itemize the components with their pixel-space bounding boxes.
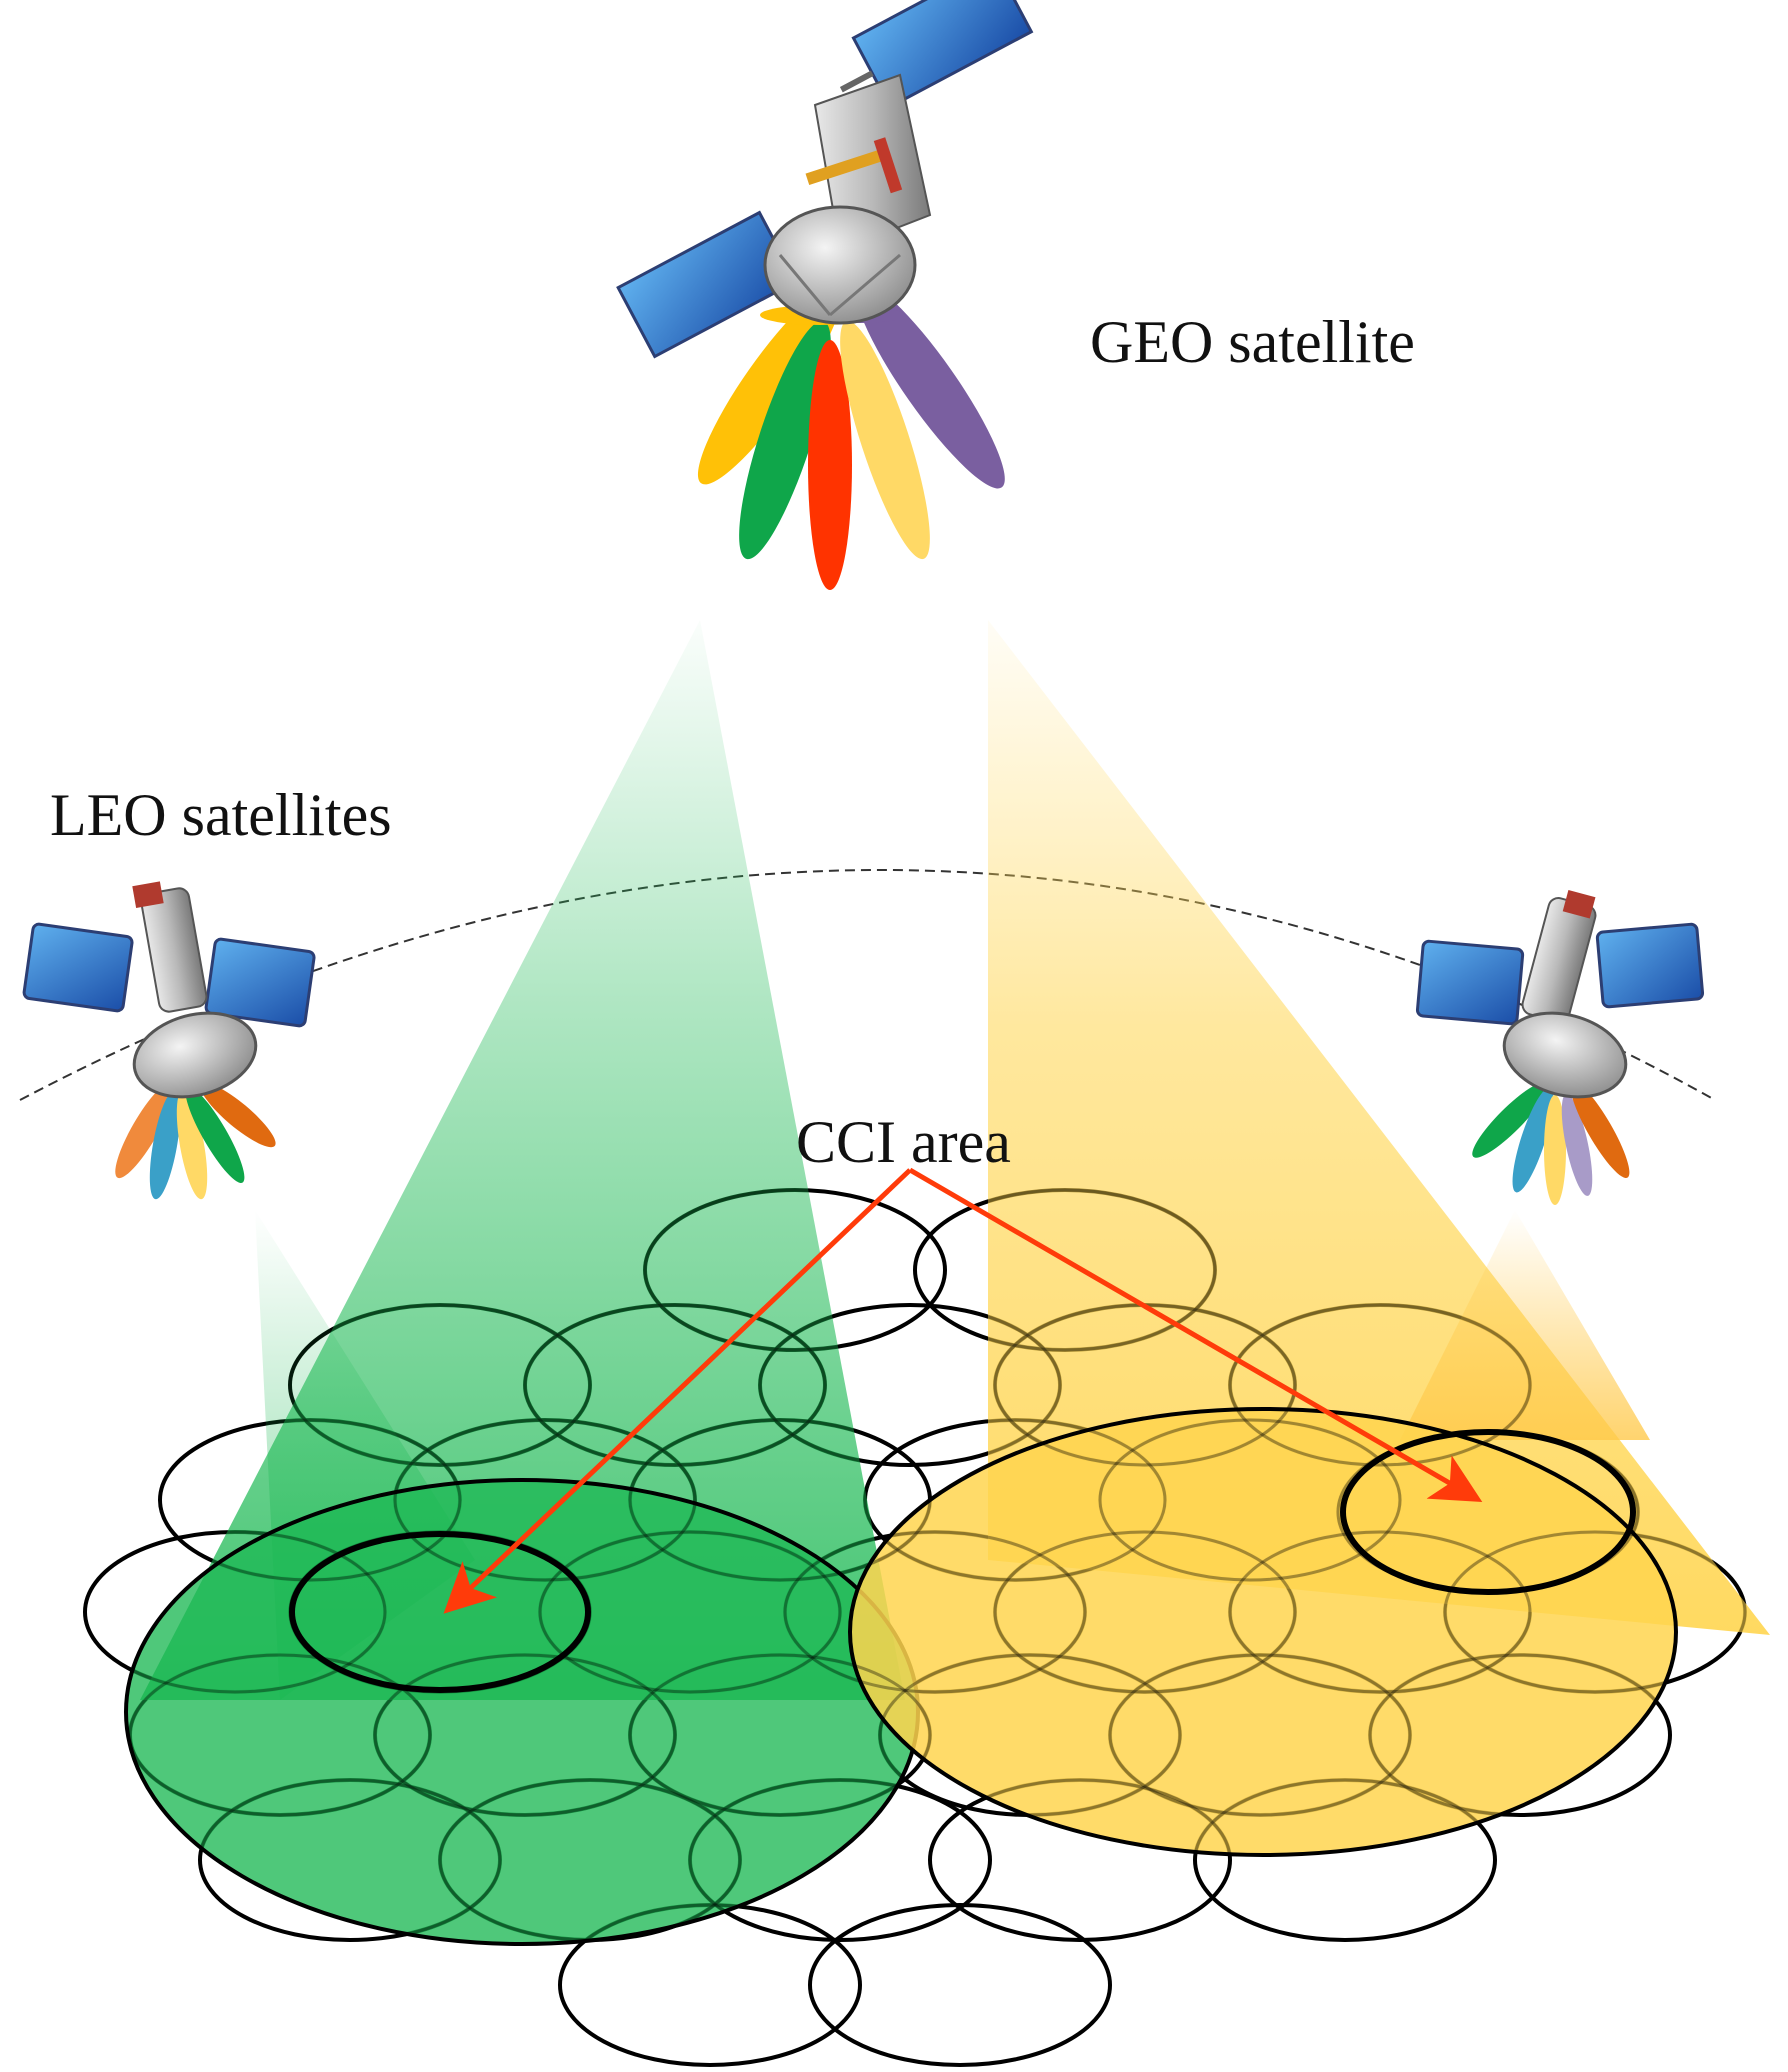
cci-cell-green [289, 1531, 591, 1693]
geo-beam-lobes [697, 281, 1005, 590]
grid-cell-overlay [438, 1778, 742, 1942]
grid-cell-overlay [993, 1530, 1297, 1694]
grid-cell-overlay [158, 1418, 462, 1582]
leo-left-beam-lobes [115, 1081, 276, 1200]
grid-cell-overlay [83, 1530, 387, 1694]
grid-cell-overlay [1228, 1303, 1532, 1467]
leo-right-beam-lobes [1472, 1081, 1630, 1205]
grid-cell-overlay [1108, 1653, 1412, 1817]
grid-cell-overlay [1368, 1653, 1672, 1817]
cci-arrows [443, 1167, 1483, 1614]
grid-cell-overlay [288, 1303, 592, 1467]
grid-cell-overlay [928, 1778, 1232, 1942]
grid-cell-overlay [808, 1903, 1112, 2067]
grid-cell-overlay [863, 1418, 1167, 1582]
cci-cell-yellow [1340, 1429, 1636, 1595]
cci-arrow-left [443, 1168, 912, 1614]
grid-cell-overlay [373, 1653, 677, 1817]
geo-satellite-icon [616, 0, 1034, 590]
grid-cell-overlay [558, 1903, 862, 2067]
grid-cell-overlay [1228, 1530, 1532, 1694]
grid-cell-overlay [783, 1530, 1087, 1694]
grid-cell-overlay [1443, 1530, 1747, 1694]
grid-cell-overlay [643, 1188, 947, 1352]
grid-cell-overlay [1098, 1418, 1402, 1582]
grid-cell-overlay [198, 1778, 502, 1942]
grid-cell-overlay [758, 1303, 1062, 1467]
yellow-coverage-area [848, 1407, 1678, 1857]
grid-cell-overlay [1193, 1778, 1497, 1942]
geo-satellite-label: GEO satellite [1090, 309, 1415, 375]
grid-cell-overlay [688, 1778, 992, 1942]
grid-cell-overlay [128, 1653, 432, 1817]
leo-right-beam [1400, 1210, 1650, 1440]
grid-cell-overlay [628, 1418, 932, 1582]
grid-cell-overlay [913, 1188, 1217, 1352]
grid-cell-overlay [393, 1418, 697, 1582]
cci-area-label: CCI area [796, 1109, 1011, 1175]
grid-cell-overlay [523, 1303, 827, 1467]
grid-cell-overlay [538, 1530, 842, 1694]
grid-cell-overlay [628, 1653, 932, 1817]
grid-cell-overlay [878, 1653, 1182, 1817]
leo-satellites-label: LEO satellites [50, 782, 392, 848]
grid-cell [808, 1903, 1112, 2067]
cci-arrow-right [908, 1167, 1483, 1503]
leo-satellite-left-icon [22, 881, 316, 1200]
leo-satellite-right-icon [1415, 890, 1705, 1205]
